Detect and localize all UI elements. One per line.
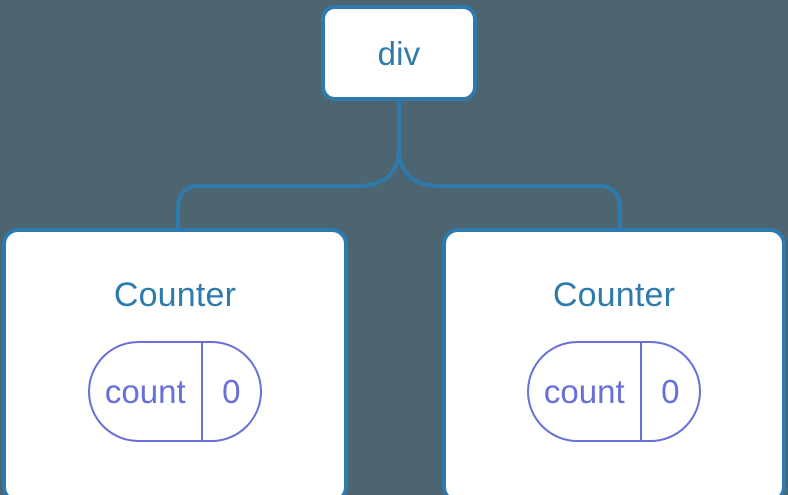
state-value-right: 0 bbox=[639, 343, 699, 440]
connector-to-left-child bbox=[176, 146, 401, 232]
state-key-right: count bbox=[543, 373, 625, 410]
node-counter-right[interactable]: Counter count 0 bbox=[442, 228, 786, 495]
state-pill-left[interactable]: count 0 bbox=[88, 341, 262, 442]
node-counter-left[interactable]: Counter count 0 bbox=[2, 228, 348, 495]
state-key-left: count bbox=[104, 373, 186, 410]
node-counter-left-label: Counter bbox=[113, 276, 237, 314]
node-counter-right-label: Counter bbox=[552, 276, 676, 314]
node-div[interactable]: div bbox=[321, 5, 477, 101]
node-div-label: div bbox=[377, 34, 421, 72]
state-value-left: 0 bbox=[200, 343, 260, 440]
state-pill-right[interactable]: count 0 bbox=[527, 341, 701, 442]
connector-to-right-child bbox=[397, 146, 622, 232]
